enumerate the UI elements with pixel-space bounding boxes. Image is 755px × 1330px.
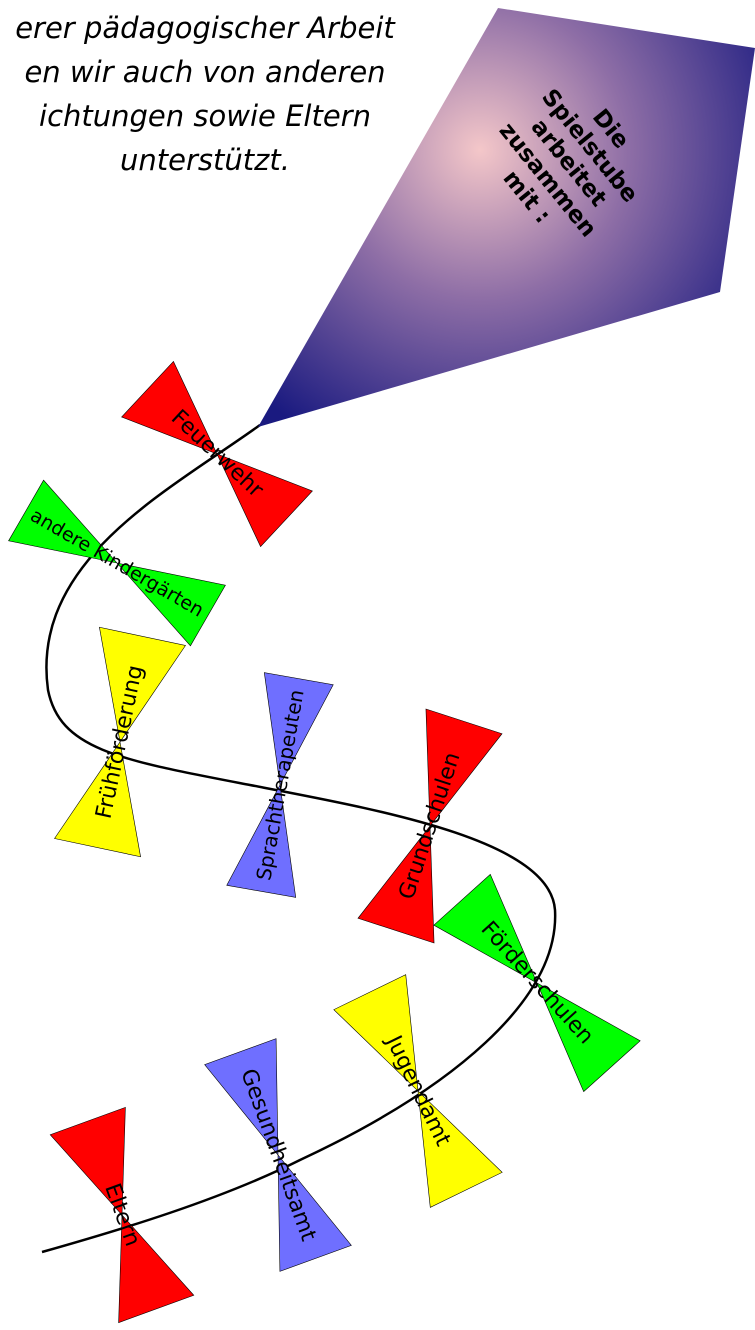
bow-shape (333, 974, 503, 1208)
bow-label: Eltern (99, 1180, 145, 1249)
bow-label: andere Kindergärten (27, 504, 208, 621)
bow-label: Feuerwehr (166, 405, 269, 503)
bow-shape (357, 708, 503, 944)
bow-sprachtherapeuten: Sprachtherapeuten (226, 672, 334, 898)
intro-line-1: erer pädagogischer Arbeit (15, 11, 395, 45)
bow-eltern: Eltern (49, 1106, 195, 1324)
bow-shape (8, 479, 226, 647)
bow-jugendamt: Jugendamt (333, 974, 503, 1208)
kite-tail-string (41, 423, 557, 1254)
intro-line-2: en wir auch von anderen (24, 55, 386, 89)
bow-gesundheitsamt: Gesundheitsamt (204, 1038, 352, 1272)
bow-label: Sprachtherapeuten (251, 688, 308, 883)
bow-shape (433, 873, 641, 1093)
kite-body (258, 8, 755, 427)
intro-line-4: unterstützt. (120, 143, 290, 177)
bow-label: Jugendamt (380, 1030, 456, 1150)
bow-shape (204, 1038, 352, 1272)
bow-shape (54, 626, 186, 858)
intro-text: erer pädagogischer Arbeit en wir auch vo… (0, 6, 450, 182)
bow-foerderschulen: Förderschulen (433, 873, 641, 1093)
intro-line-3: ichtungen sowie Eltern (39, 99, 371, 133)
bow-andere-kindergaerten: andere Kindergärten (8, 479, 226, 647)
bow-shape (226, 672, 334, 898)
bow-label: Förderschulen (476, 917, 599, 1049)
bow-fruehfoerderung: Frühförderung (54, 626, 186, 858)
bow-shape (121, 360, 313, 548)
bow-label: Frühförderung (92, 663, 149, 821)
bow-shape (49, 1106, 195, 1324)
